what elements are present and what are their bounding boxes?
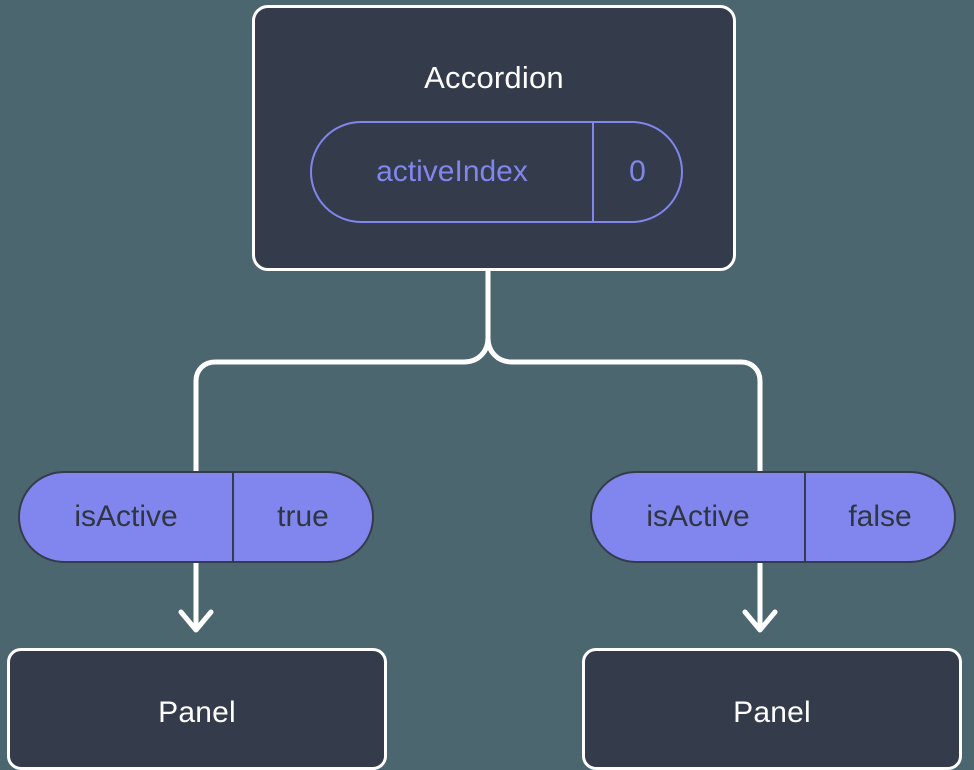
accordion-node-title: Accordion — [424, 60, 564, 95]
is-active-false-prop-value: false — [848, 500, 912, 533]
panel-left-node-title: Panel — [158, 696, 236, 729]
is-active-false-prop-key: isActive — [592, 473, 806, 561]
panel-right-node[interactable]: Panel — [582, 648, 962, 770]
active-index-prop-key: activeIndex — [312, 123, 594, 221]
arrow-head-right — [742, 609, 778, 633]
active-index-prop-value: 0 — [629, 155, 646, 188]
is-active-true-prop-pill[interactable]: isActive true — [18, 471, 374, 563]
is-active-true-prop-value: true — [277, 500, 329, 533]
is-active-true-prop-key: isActive — [20, 473, 234, 561]
branch-connector-path-left — [193, 268, 491, 474]
accordion-node[interactable]: Accordion activeIndex 0 — [252, 5, 736, 271]
branch-connector-path — [485, 268, 763, 474]
active-index-prop-pill[interactable]: activeIndex 0 — [310, 121, 683, 223]
arrow-head-left — [178, 609, 214, 633]
panel-left-node[interactable]: Panel — [7, 648, 387, 770]
panel-right-node-title: Panel — [733, 696, 811, 729]
is-active-false-prop-pill[interactable]: isActive false — [590, 471, 956, 563]
